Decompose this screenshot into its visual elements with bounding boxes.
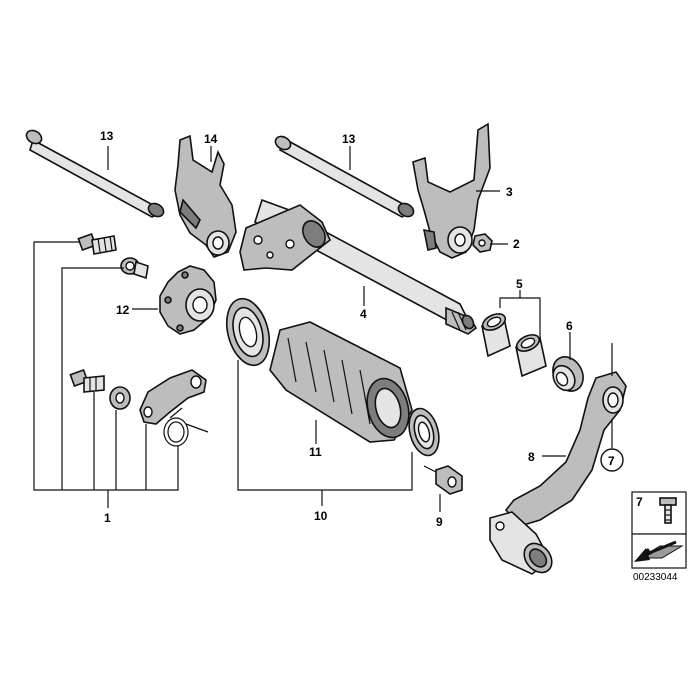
screw-upper xyxy=(77,232,117,255)
callout-12: 12 xyxy=(116,303,130,317)
callout-13-left: 13 xyxy=(100,129,114,143)
callout-1: 1 xyxy=(104,511,111,525)
locking-pin-part-9 xyxy=(423,465,463,495)
callout-7-circle: 7 xyxy=(600,448,624,472)
callout-11: 11 xyxy=(309,445,322,459)
callout-2: 2 xyxy=(513,237,520,251)
leader-lines xyxy=(33,146,613,512)
bearing-right xyxy=(408,407,440,457)
legend-part-number: 7 xyxy=(636,495,643,509)
callout-5: 5 xyxy=(516,277,523,291)
shift-fork-left xyxy=(174,134,237,258)
callout-4: 4 xyxy=(360,307,367,321)
callout-9: 9 xyxy=(436,515,443,529)
bushing-upper xyxy=(120,257,149,280)
shift-lever-part-8 xyxy=(489,343,627,575)
callout-13-right: 13 xyxy=(342,132,356,146)
return-spring xyxy=(163,407,209,447)
nut-part-2 xyxy=(472,233,493,253)
bushings-part-5 xyxy=(481,313,547,378)
shift-fork-right xyxy=(412,122,491,259)
shift-shaft xyxy=(239,198,478,335)
callout-3: 3 xyxy=(506,185,513,199)
ratchet-arm xyxy=(139,369,207,425)
shift-rod-right xyxy=(274,135,415,218)
bearing-left xyxy=(225,297,271,367)
screw-lower xyxy=(69,368,105,393)
bolt-icon xyxy=(659,497,677,524)
direction-arrow-icon xyxy=(634,540,684,562)
diagram-reference-id: 00233044 xyxy=(633,572,678,583)
legend-box: 7 00233044 xyxy=(631,491,687,583)
shift-rod-left xyxy=(25,129,165,218)
shift-drum-part-11 xyxy=(269,321,413,443)
callout-10: 10 xyxy=(314,509,328,523)
callout-14: 14 xyxy=(204,132,218,146)
callout-7: 7 xyxy=(608,454,615,468)
callout-8: 8 xyxy=(528,450,535,464)
callout-6: 6 xyxy=(566,319,573,333)
seal-ring-part-6 xyxy=(552,356,584,392)
washer-lower xyxy=(109,386,131,410)
shift-star-part-12 xyxy=(159,265,217,335)
